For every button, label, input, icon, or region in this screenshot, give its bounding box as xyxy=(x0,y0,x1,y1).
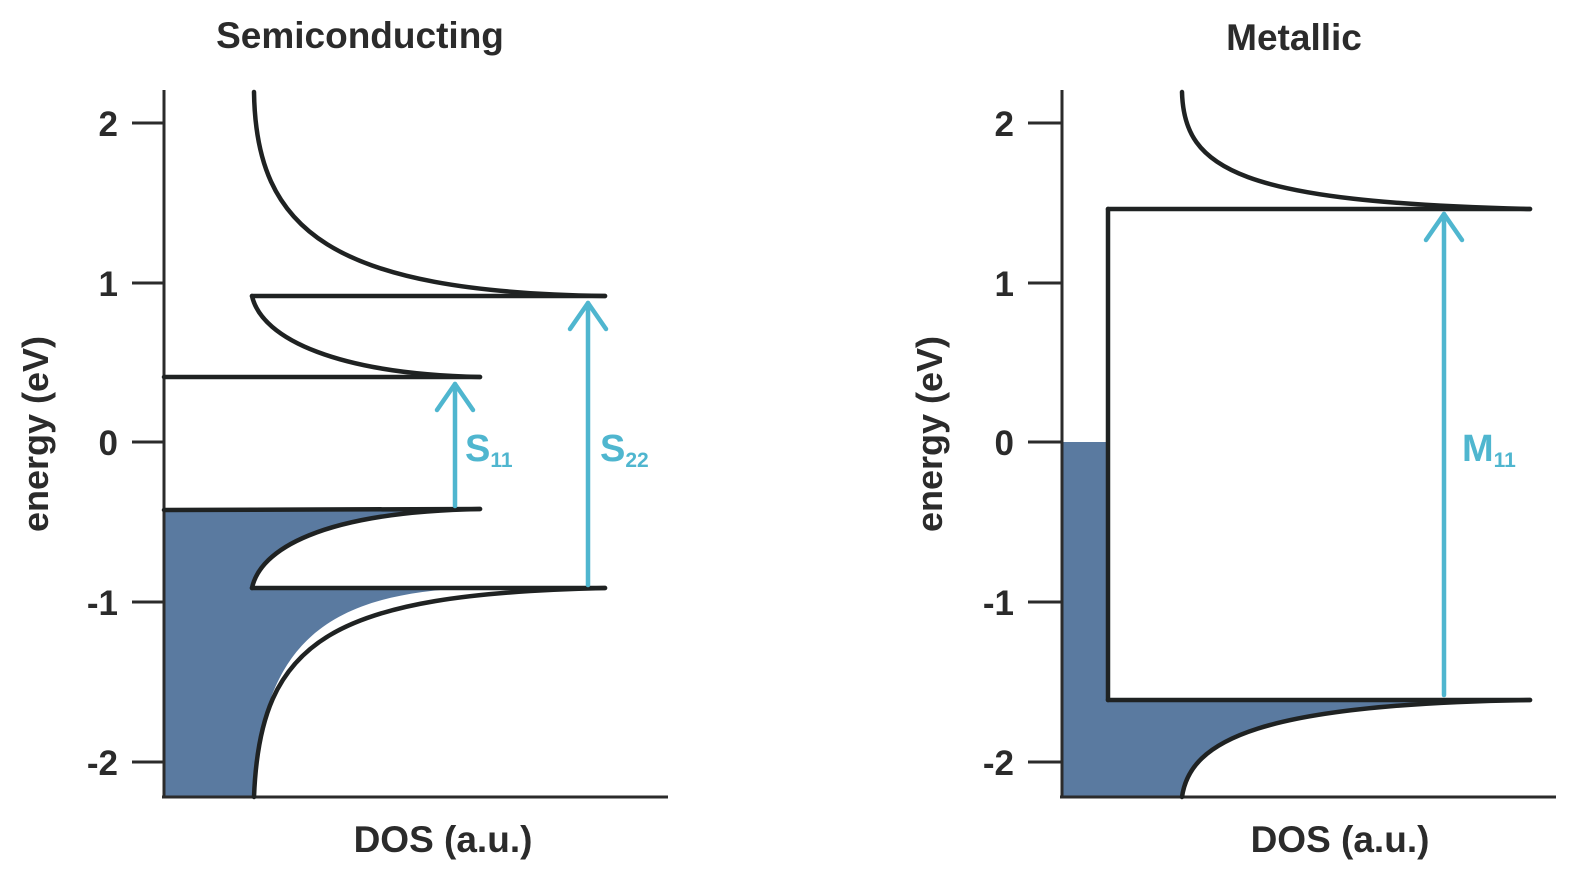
m11-label-main: M xyxy=(1462,428,1494,470)
s22-label-main: S xyxy=(600,428,625,470)
y-tick-label: 1 xyxy=(99,265,118,304)
valence-band-lower-curve xyxy=(251,585,608,800)
semiconducting-y-ticks: 2 1 0 -1 -2 xyxy=(87,105,164,783)
semiconducting-x-axis-label: DOS (a.u.) xyxy=(354,819,533,860)
valence-v1-edge xyxy=(161,506,483,513)
semiconducting-title: Semiconducting xyxy=(216,15,504,56)
conduction-band-upper-curve xyxy=(251,89,608,299)
metallic-upper-curve xyxy=(1179,89,1533,212)
s22-label: S22 xyxy=(600,428,649,472)
s22-label-sub: 22 xyxy=(625,449,648,472)
metallic-filled-states xyxy=(1062,442,1510,797)
y-tick-label: -2 xyxy=(983,744,1014,783)
transition-s11: S11 xyxy=(434,381,513,509)
metallic-y-axis-label: energy (eV) xyxy=(909,336,950,532)
conduction-c1-curve xyxy=(249,293,483,380)
m11-arrow-head xyxy=(1423,211,1465,243)
y-tick-label: -1 xyxy=(87,584,118,623)
y-tick-label: 0 xyxy=(995,424,1014,463)
y-tick-label: 1 xyxy=(995,265,1014,304)
y-tick-label: 2 xyxy=(995,105,1014,144)
y-tick-label: 0 xyxy=(99,424,118,463)
semiconducting-dos-curves xyxy=(161,89,608,800)
semiconducting-filled-valence xyxy=(164,508,480,797)
semiconducting-y-axis-label: energy (eV) xyxy=(15,336,56,532)
m11-label-sub: 11 xyxy=(1494,449,1517,472)
y-tick-label: -2 xyxy=(87,744,118,783)
metallic-title: Metallic xyxy=(1226,17,1362,58)
metallic-y-ticks: 2 1 0 -1 -2 xyxy=(983,105,1062,783)
s11-label: S11 xyxy=(465,428,513,472)
transition-s22: S22 xyxy=(567,300,649,588)
y-tick-label: -1 xyxy=(983,584,1014,623)
s22-arrow-head xyxy=(567,300,609,332)
metallic-lower-curve xyxy=(1179,697,1533,800)
semiconducting-panel: Semiconducting 2 1 0 -1 -2 energy (eV) D… xyxy=(15,15,668,860)
valence-v1-curve xyxy=(249,506,483,591)
metallic-x-axis-label: DOS (a.u.) xyxy=(1251,819,1430,860)
s11-label-main: S xyxy=(465,428,490,470)
m11-label: M11 xyxy=(1462,428,1516,472)
metallic-dos-curves xyxy=(1105,89,1533,800)
transition-m11: M11 xyxy=(1423,211,1516,698)
y-tick-label: 2 xyxy=(99,105,118,144)
s11-label-sub: 11 xyxy=(490,449,513,472)
metallic-panel: Metallic 2 1 0 -1 -2 energy (eV) DOS (a.… xyxy=(909,17,1556,860)
s11-arrow-head xyxy=(434,381,476,413)
